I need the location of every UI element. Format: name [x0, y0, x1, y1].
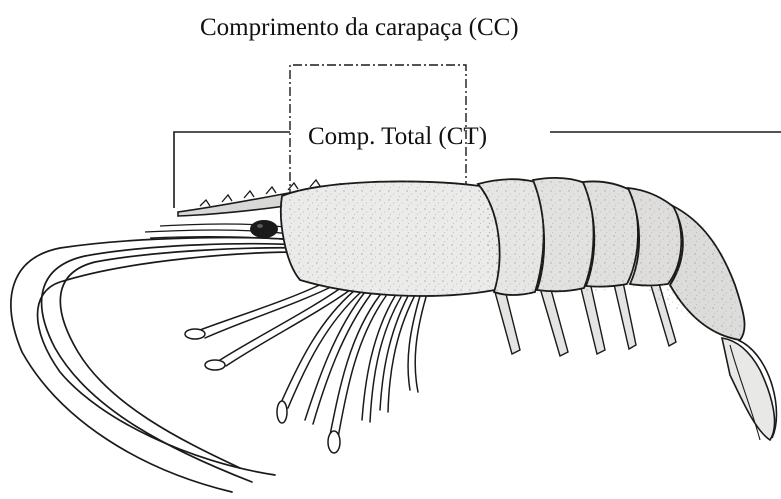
tail-fan: [722, 338, 777, 440]
eye: [250, 220, 278, 238]
walking-legs: [185, 280, 426, 453]
total-length-label: Comp. Total (CT): [308, 119, 487, 155]
carapace-length-label: Comprimento da carapaça (CC): [200, 10, 620, 46]
antennae: [11, 238, 300, 492]
